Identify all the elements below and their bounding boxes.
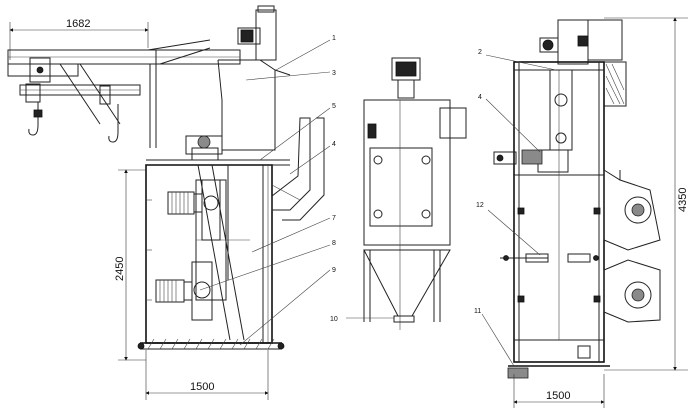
base-width-label-right: 1500 [546,390,570,402]
callout-3: 3 [332,70,336,77]
upper-drive-motor [167,179,221,241]
callout-10: 10 [330,316,338,323]
cabinet-height-label: 2450 [114,257,126,281]
callouts-left: 1 3 5 4 7 8 9 [199,35,336,346]
callout-4-right: 4 [478,94,482,101]
screw-conveyor [137,338,285,350]
callout-9: 9 [332,267,336,274]
base-width-label-left: 1500 [190,381,214,393]
front-elevation-view: 4350 1500 2 4 12 11 [474,17,688,408]
callout-7: 7 [332,215,336,222]
total-height-label: 4350 [677,188,688,212]
hoist-hooks [28,102,119,143]
callout-1: 1 [332,35,336,42]
dust-duct [271,117,325,221]
callout-5: 5 [332,103,336,110]
top-width-label: 1682 [66,18,90,30]
lower-drive-motor [155,261,213,321]
cabinet-height-dimension: 2450 [114,169,146,361]
callout-2: 2 [478,49,482,56]
base-width-dimension-left: 1500 [145,350,269,400]
top-width-dimension: 1682 [9,18,149,60]
callout-8: 8 [332,240,336,247]
callout-4: 4 [332,141,336,148]
dust-collector-view: 10 [330,57,467,330]
side-elevation-view: 1682 [7,5,336,400]
callout-12: 12 [476,202,484,209]
callout-11: 11 [474,308,481,315]
monorail-beam [7,39,241,148]
blast-cabinet-body [145,5,291,344]
